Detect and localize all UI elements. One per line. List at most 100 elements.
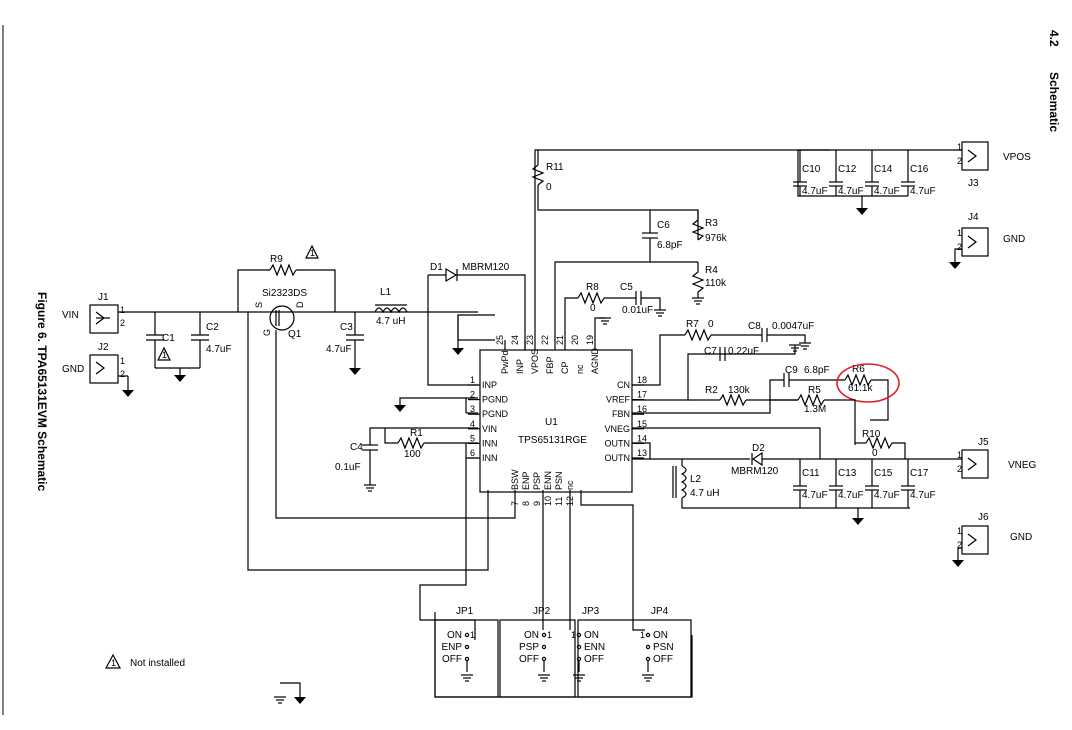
svg-text:C5: C5 [620,282,633,293]
capacitor-ref: C15 [874,468,893,479]
capacitor-c6: C6 6.8pF [642,210,683,262]
jumper-on-label: ON [584,630,599,641]
ic-pin-number: 10 [543,496,553,506]
section-title: Schematic [1047,72,1061,132]
ic-part: TPS65131RGE [518,435,587,446]
resistor-r10 [865,436,893,450]
svg-text:1: 1 [957,228,962,238]
ic-pin-name: nc [565,480,575,490]
vpos-label: VPOS [1003,152,1031,163]
capacitor-c5: C5 0.01uF [620,282,667,317]
svg-text:R5: R5 [808,385,821,396]
ic-pin-number: 19 [585,335,595,345]
inductor-l1: L1 4.7 uH [374,287,408,327]
capacitor-value: 4.7uF [838,186,864,197]
svg-text:4.7uF: 4.7uF [326,344,352,355]
svg-text:2: 2 [957,242,962,252]
ic-pin-number: 24 [510,335,520,345]
resistor-r3: R3 976k [691,218,728,244]
capacitor-ref: C13 [838,468,857,479]
capacitor-ref: C17 [910,468,929,479]
resistor-r11: R11 0 [531,162,564,193]
jumper-signal-label: PSP [519,642,539,653]
svg-text:R4: R4 [705,265,718,276]
connector-j4: 1 2 J4 GND [949,212,1025,269]
capacitor-c2: C2 4.7uF [191,312,232,368]
svg-text:C6: C6 [657,220,670,231]
ic-pin-number: 17 [637,390,647,400]
svg-text:1: 1 [957,142,962,152]
jumper-pin-one: 1 [470,630,475,640]
capacitor-value: 4.7uF [802,490,828,501]
svg-text:C9: C9 [785,365,798,376]
resistor-r2 [719,393,747,407]
capacitor-ref: C10 [802,164,821,175]
ic-pin-name: VPOS [530,349,540,374]
capacitor-c3: C3 4.7uF [326,312,364,375]
svg-text:2: 2 [120,318,125,328]
jumper-off-label: OFF [442,654,462,665]
ic-pin-number: 16 [637,404,647,414]
ic-pin-name: CP [560,361,570,374]
svg-text:R11: R11 [546,162,564,173]
svg-text:R3: R3 [705,218,718,229]
svg-text:61.1k: 61.1k [848,383,873,394]
legend-text: Not installed [130,658,185,669]
ic-pin-name: ENN [543,471,553,490]
svg-text:G: G [262,329,272,336]
gnd-label-j2: GND [62,364,84,375]
ic-pin-name: FBN [612,409,630,419]
svg-text:C2: C2 [206,322,219,333]
svg-text:0.0047uF: 0.0047uF [772,321,814,332]
svg-text:1: 1 [162,350,167,360]
jumper-ref: JP4 [651,606,669,617]
svg-text:6.8pF: 6.8pF [804,365,830,376]
svg-text:MBRM120: MBRM120 [731,466,779,477]
ic-pin-name: ENP [521,471,531,490]
svg-text:100: 100 [404,449,421,460]
svg-text:0: 0 [546,182,552,193]
inductor-l2: L2 4.7 uH [672,465,719,499]
resistor-r6 [844,373,872,387]
resistor-r4: R4 110k [691,262,727,305]
ic-pin-name: BSW [510,469,520,490]
capacitor-c8: C8 0.0047uF [748,321,814,350]
ic-pin-name: PSN [554,471,564,490]
svg-text:4.7 uH: 4.7 uH [376,316,405,327]
svg-text:R7: R7 [686,319,699,330]
gnd-label-j4: GND [1003,234,1025,245]
svg-text:0: 0 [590,303,596,314]
svg-text:4.7uF: 4.7uF [206,344,232,355]
ic-pin-name: VNEG [604,424,630,434]
capacitor-ref: C11 [802,468,820,479]
connector-j5: 1 2 J5 VNEG [957,437,1037,479]
ic-pin-name: INN [482,453,498,463]
j4-label: J4 [968,212,979,223]
svg-text:0.22uF: 0.22uF [728,346,759,357]
ic-pin-name: VIN [482,424,497,434]
ic-pin-name: AGND [590,347,600,374]
capacitor-value: 4.7uF [838,490,864,501]
jumper-signal-label: ENP [441,642,462,653]
svg-text:R2: R2 [705,385,718,396]
diode-d1: D1 MBRM120 [428,262,510,283]
vneg-label: VNEG [1008,460,1037,471]
svg-text:Q1: Q1 [288,329,302,340]
jumper-pin-one: 1 [571,630,576,640]
svg-text:C1: C1 [162,333,175,344]
ic-pin-number: 13 [637,448,647,458]
ic-pin-number: 23 [525,335,535,345]
figure-caption: Figure 6. TPA6513​1EVM Schematic [35,292,49,492]
svg-text:0: 0 [872,448,878,459]
ic-pin-number: 3 [470,404,475,414]
ic-pin-number: 14 [637,433,647,443]
ic-pin-name: OUTN [605,438,631,448]
j2-label: J2 [98,342,109,353]
ic-pin-number: 2 [470,390,475,400]
ic-pin-number: 20 [570,335,580,345]
